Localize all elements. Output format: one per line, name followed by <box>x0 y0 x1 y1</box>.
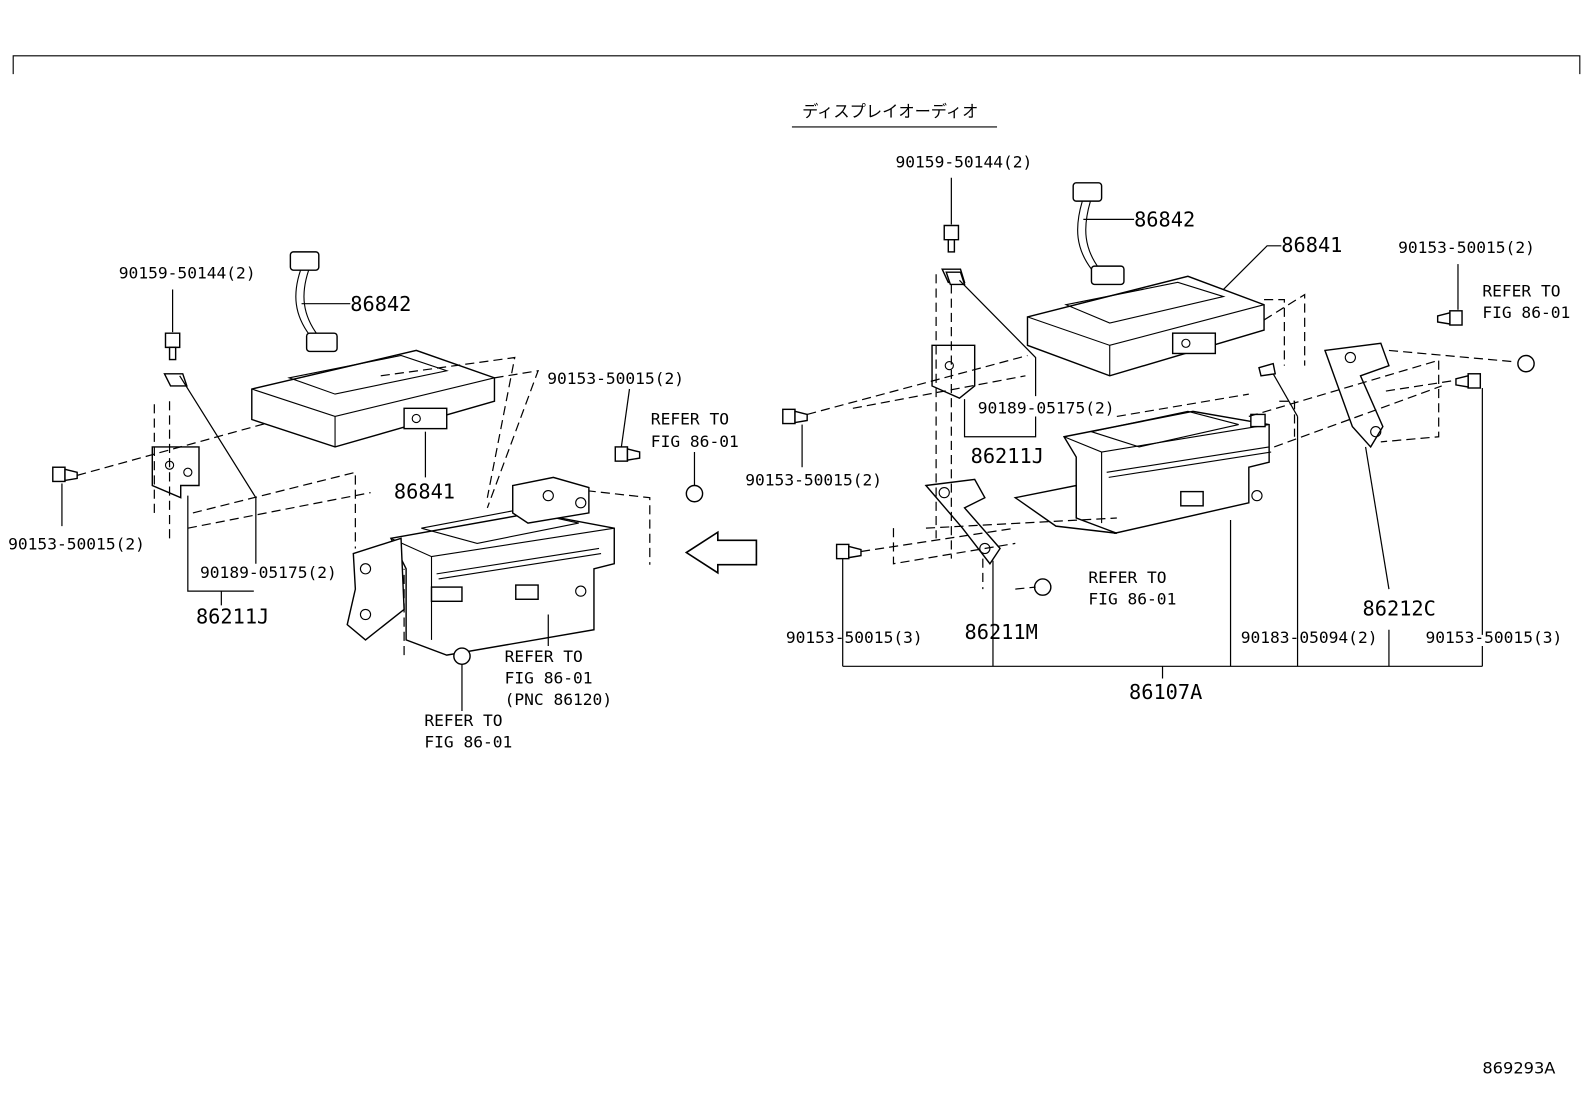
left-harness-label: 86842 <box>350 292 411 316</box>
left-refer-pnc-line2: FIG 86-01 <box>505 669 593 688</box>
right-screw-left-part <box>782 408 808 425</box>
figure-code: 869293A <box>1482 1059 1555 1078</box>
right-screw-bottom-left-part <box>835 543 862 560</box>
right-assembly-label: 86107A <box>1129 680 1202 704</box>
left-refer-bottom-line2: FIG 86-01 <box>424 733 512 752</box>
left-refer-pnc-line1: REFER TO <box>505 647 583 666</box>
right-screw-left-label: 90153-50015(2) <box>745 471 882 490</box>
right-bracket-right-part <box>1324 342 1390 449</box>
left-display-unit-label: 86841 <box>394 480 455 504</box>
right-tray-part <box>1013 410 1272 534</box>
right-display-unit-label: 86841 <box>1281 233 1342 257</box>
left-bolt-part <box>163 332 188 387</box>
right-display-unit-part <box>1026 275 1265 377</box>
left-grommet-right <box>685 484 704 503</box>
left-bracket-label: 86211J <box>196 605 269 629</box>
right-screw-top-right-part <box>1436 310 1463 326</box>
left-clip-label: 90189-05175(2) <box>200 563 337 582</box>
left-bracket-upper-part <box>512 476 590 524</box>
right-tab-part <box>1250 413 1266 428</box>
right-bracket-upper-part <box>931 344 976 399</box>
right-screw-bottom-left-label: 90153-50015(3) <box>786 628 923 647</box>
left-display-unit-part <box>251 349 496 448</box>
left-view: 90159-50144(2) 86842 86841 90153-50015(2… <box>8 251 739 752</box>
left-grommet-bottom <box>453 647 471 665</box>
left-refer-right-line1: REFER TO <box>651 410 729 429</box>
right-bracket-right-label: 86212C <box>1363 597 1436 621</box>
right-harness-part <box>1072 182 1125 286</box>
right-refer-top-line2: FIG 86-01 <box>1482 303 1570 322</box>
right-refer-mid-line1: REFER TO <box>1088 568 1166 587</box>
left-harness-part <box>289 251 338 353</box>
right-screw-mid-right-part <box>1455 373 1482 389</box>
frame-line <box>12 55 1581 75</box>
right-clip-label: 90189-05175(2) <box>978 398 1115 417</box>
view-direction-arrow <box>684 530 758 575</box>
right-nut-label: 90183-05094(2) <box>1241 628 1378 647</box>
left-bracket-part <box>151 446 200 499</box>
left-screw-right-label: 90153-50015(2) <box>547 369 684 388</box>
left-bolt-top-label: 90159-50144(2) <box>119 263 256 282</box>
right-refer-mid-line2: FIG 86-01 <box>1088 589 1176 608</box>
right-screw-bottom-right-label: 90153-50015(3) <box>1425 628 1562 647</box>
left-refer-bottom-line1: REFER TO <box>424 711 502 730</box>
left-bracket-lower-part <box>346 537 405 641</box>
right-nut-part <box>1258 362 1277 377</box>
right-screw-top-right-label: 90153-50015(2) <box>1398 238 1535 257</box>
left-refer-right-line2: FIG 86-01 <box>651 432 739 451</box>
left-screw-left-part <box>52 466 78 483</box>
right-bolt-top-label: 90159-50144(2) <box>896 153 1033 172</box>
right-grommet-mid <box>1033 578 1052 596</box>
left-screw-left-label: 90153-50015(2) <box>8 534 145 553</box>
left-refer-pnc-line3: (PNC 86120) <box>505 690 612 709</box>
right-view: 90159-50144(2) 86842 86841 90153-50015(2… <box>745 153 1570 704</box>
right-bracket-upper-label: 86211J <box>971 444 1044 468</box>
section-title: ディスプレイオーディオ <box>802 102 978 121</box>
right-bracket-lower-label: 86211M <box>965 620 1038 644</box>
right-bracket-lower-part <box>924 478 1001 565</box>
right-grommet-top <box>1517 354 1535 373</box>
right-harness-label: 86842 <box>1134 207 1195 231</box>
left-tray-part <box>389 509 615 656</box>
left-screw-right-part <box>614 446 641 462</box>
right-refer-top-line1: REFER TO <box>1482 282 1560 301</box>
